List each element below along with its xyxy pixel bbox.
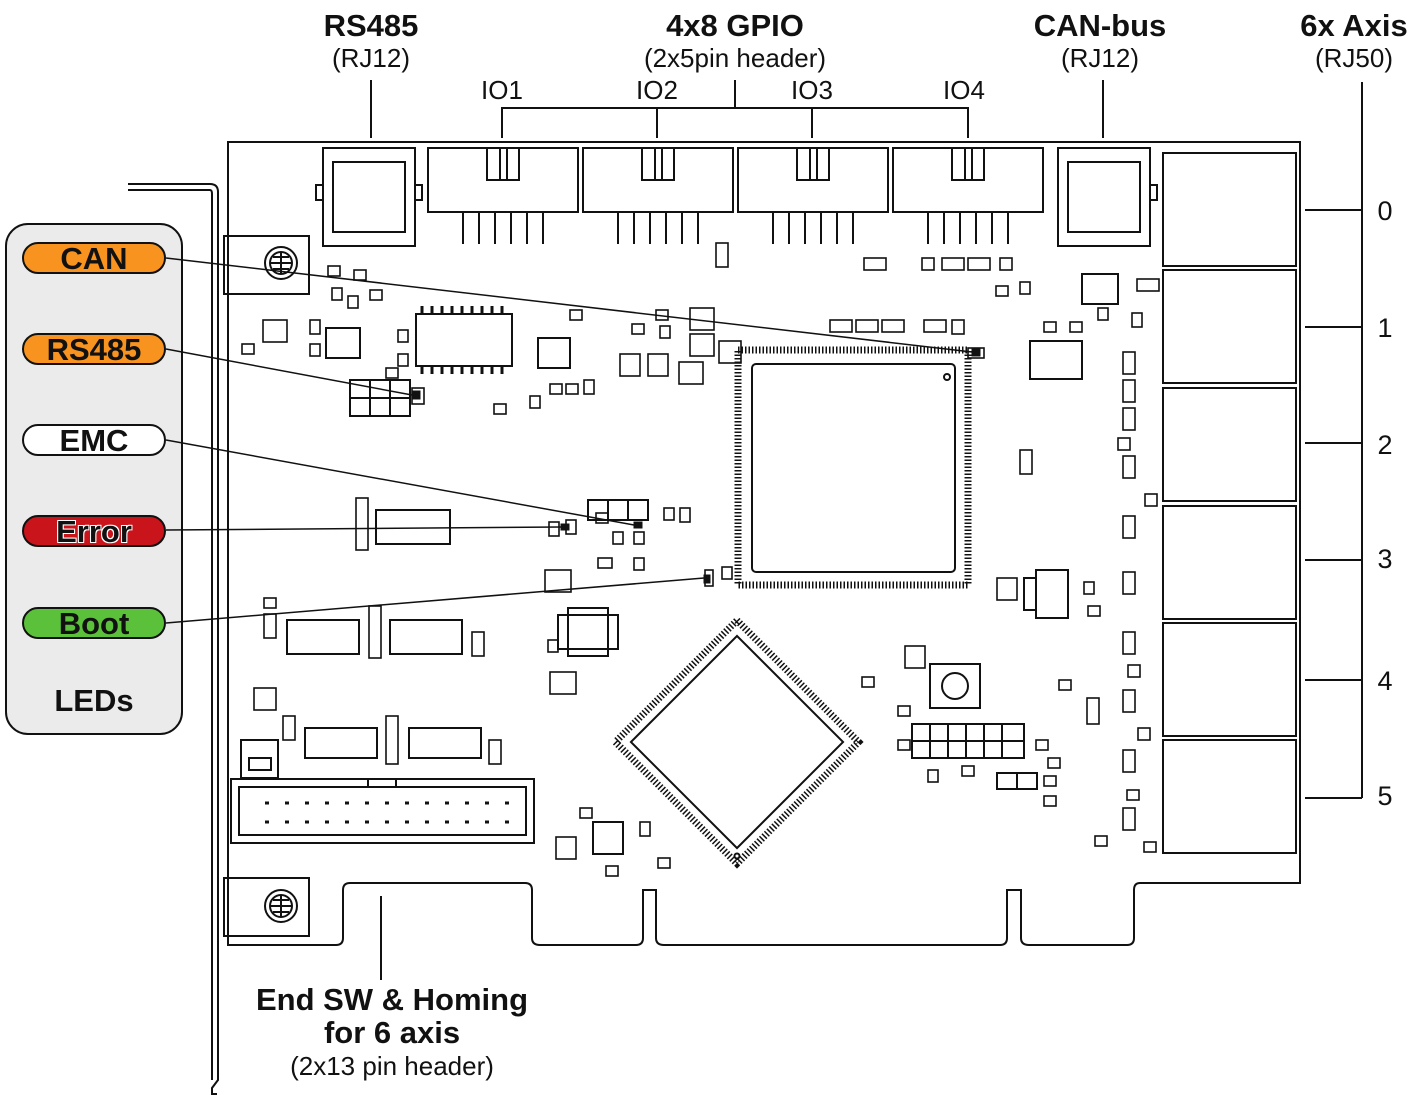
io3-label: IO3	[791, 75, 833, 105]
axis-number-5: 5	[1377, 781, 1393, 811]
led-panel	[5, 223, 183, 735]
io4-label: IO4	[943, 75, 985, 105]
axis-number-3: 3	[1377, 544, 1393, 574]
cpu-chip	[751, 363, 956, 573]
rs485-led-leader	[165, 348, 413, 396]
led-boot: Boot	[22, 607, 166, 639]
ic-u3	[286, 619, 360, 655]
emc-led-leader	[165, 439, 635, 526]
ic-u2	[375, 509, 451, 545]
axis-number-1: 1	[1377, 313, 1393, 343]
canbus-rj12-connector	[1057, 147, 1151, 247]
rs485-title: RS485	[323, 8, 419, 43]
endsw-2x13-header	[230, 778, 535, 844]
io1-label: IO1	[481, 75, 523, 105]
ic-u6	[408, 727, 482, 759]
gpio-header-io1	[427, 147, 579, 244]
axis-subtitle: (RJ50)	[1314, 43, 1393, 73]
axis-rj50-connectors	[1162, 152, 1297, 854]
gpio-header-io2	[582, 147, 734, 244]
fpga-qfp-pins	[610, 615, 864, 869]
endsw-title-line2: for 6 axis	[323, 1015, 461, 1050]
led-emc: EMC	[22, 424, 166, 456]
axis-number-2: 2	[1377, 430, 1393, 460]
gpio-header-io3	[737, 147, 889, 244]
gpio-header-io4	[892, 147, 1044, 244]
led-rs485: RS485	[22, 333, 166, 365]
io2-label: IO2	[636, 75, 678, 105]
ic-u4	[389, 619, 463, 655]
ic-u1	[415, 313, 513, 367]
led-can: CAN	[22, 242, 166, 274]
ic-u5	[304, 727, 378, 759]
axis-bracket	[1305, 82, 1363, 799]
rs485-subtitle: (RJ12)	[331, 43, 410, 73]
leds-title: LEDs	[54, 683, 134, 718]
boot-led-leader	[165, 577, 705, 624]
axis-number-4: 4	[1377, 666, 1393, 696]
can-led-leader	[165, 257, 973, 353]
rs485-rj12-connector	[322, 147, 416, 247]
axis-title: 6x Axis	[1300, 8, 1408, 43]
endsw-subtitle: (2x13 pin header)	[290, 1051, 494, 1081]
axis-number-0: 0	[1377, 196, 1393, 226]
gpio-title: 4x8 GPIO	[666, 8, 804, 43]
endsw-title-line1: End SW & Homing	[255, 982, 529, 1017]
pci-bracket	[128, 183, 219, 1095]
mount-hole-bottom	[264, 889, 298, 923]
reset-button-outline	[929, 663, 981, 709]
gpio-subtitle: (2x5pin header)	[643, 43, 827, 73]
error-led-leader	[165, 526, 562, 531]
pcb-outline	[227, 141, 1301, 946]
ic-u7	[1029, 340, 1083, 380]
canbus-title: CAN-bus	[1033, 8, 1167, 43]
led-error: Error	[22, 515, 166, 547]
gpio-bracket	[501, 80, 969, 138]
mount-hole-top	[264, 246, 298, 280]
cpu-qfp-pins	[734, 346, 972, 589]
fpga-chip	[629, 634, 845, 850]
canbus-subtitle: (RJ12)	[1060, 43, 1139, 73]
